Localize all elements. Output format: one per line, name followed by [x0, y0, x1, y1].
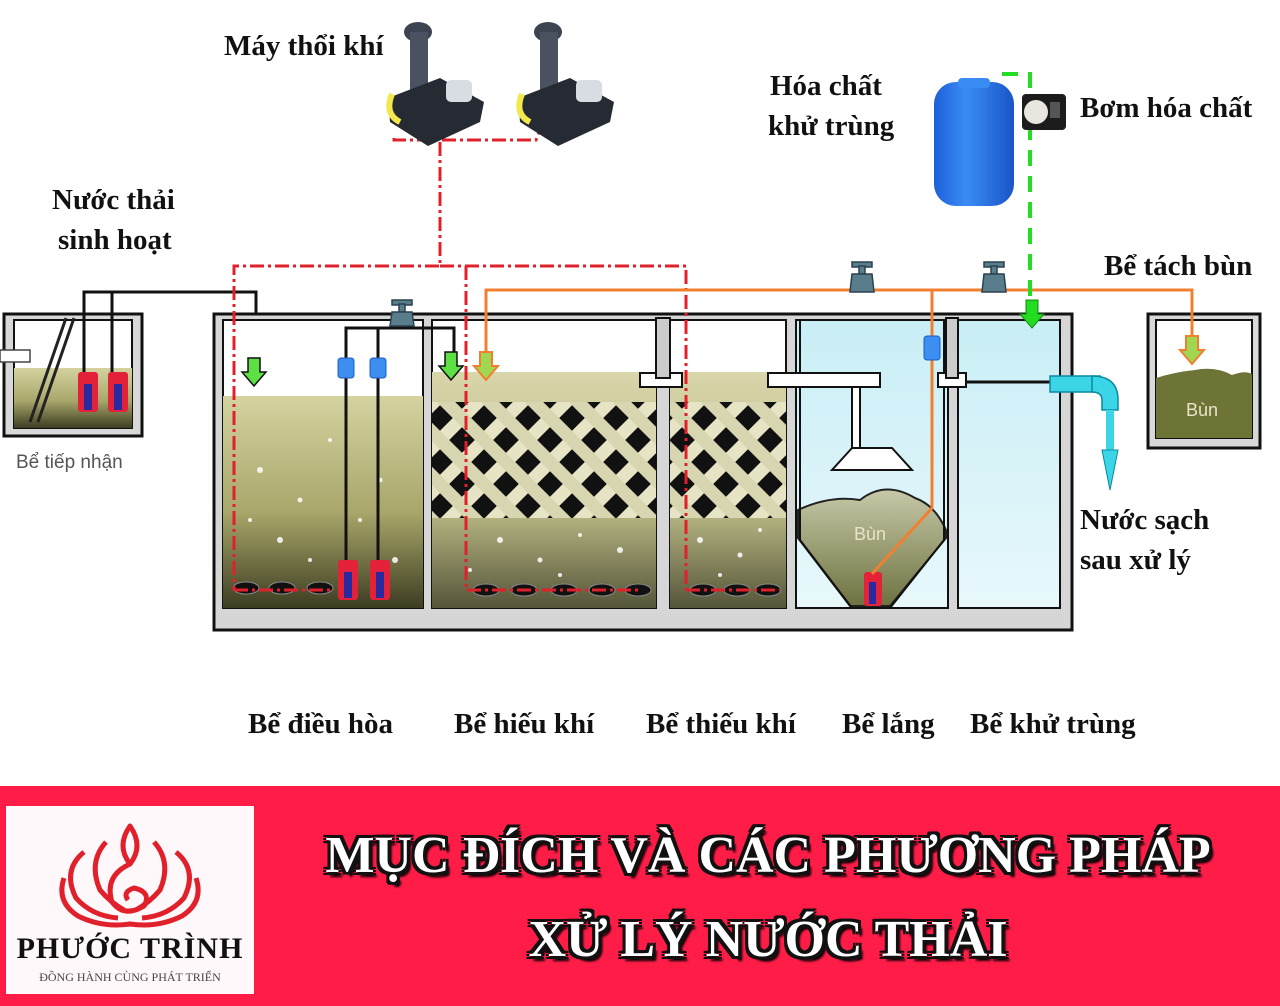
sludge-separation-label: Bể tách bùn — [1104, 250, 1253, 282]
main-tank-block — [212, 312, 1074, 632]
chemical-pump-label: Bơm hóa chất — [1080, 92, 1253, 124]
separated-sludge-label: Bùn — [1186, 400, 1219, 420]
pump-icon — [338, 560, 882, 606]
sludge-separation-tank — [1146, 312, 1262, 450]
treatment-process-diagram — [0, 22, 1262, 632]
chemical-label-line2: khử trùng — [768, 110, 895, 142]
settling-sludge-label: Bùn — [854, 524, 887, 544]
company-tagline: ĐỒNG HÀNH CÙNG PHÁT TRIỂN — [39, 970, 221, 984]
title-banner: PHƯỚC TRÌNH ĐỒNG HÀNH CÙNG PHÁT TRIỂN MỤ… — [0, 786, 1280, 1006]
pump-icon — [78, 372, 128, 412]
chemical-dosing-line — [1002, 72, 1032, 318]
valve-icon — [389, 261, 1007, 327]
tank-label-disinfection: Bể khử trùng — [970, 708, 1136, 740]
wastewater-label-line2: sinh hoạt — [58, 224, 172, 256]
tank-label-anoxic: Bể thiếu khí — [646, 708, 796, 740]
tank-label-settling: Bể lắng — [842, 708, 935, 740]
chemical-label-line1: Hóa chất — [770, 70, 882, 102]
page-title-line1: MỤC ĐÍCH VÀ CÁC PHƯƠNG PHÁP — [325, 827, 1211, 884]
wastewater-label-line1: Nước thải — [52, 184, 175, 216]
lotus-icon — [59, 823, 201, 928]
company-name: PHƯỚC TRÌNH — [16, 932, 244, 965]
check-valve-icon — [337, 335, 941, 379]
clean-water-label-line2: sau xử lý — [1080, 544, 1191, 576]
sludge-return-line — [484, 288, 1194, 576]
air-line — [232, 129, 780, 592]
page-title-line2: XỬ LÝ NƯỚC THẢI — [528, 911, 1008, 968]
chemical-pump-icon — [1022, 94, 1066, 130]
receiving-tank-label: Bể tiếp nhận — [16, 452, 123, 473]
blower-label: Máy thổi khí — [224, 30, 384, 62]
company-logo: PHƯỚC TRÌNH ĐỒNG HÀNH CÙNG PHÁT TRIỂN — [6, 806, 254, 994]
chemical-tank-icon — [934, 78, 1014, 206]
clean-water-label-line1: Nước sạch — [1080, 504, 1210, 536]
outlet-pipe — [1049, 375, 1119, 491]
flow-arrow-icon — [240, 299, 1207, 388]
receiving-tank — [0, 290, 258, 438]
air-blower-icon — [386, 22, 614, 146]
tank-label-aerobic: Bể hiếu khí — [454, 708, 595, 740]
tank-label-equalization: Bể điều hòa — [248, 708, 394, 740]
